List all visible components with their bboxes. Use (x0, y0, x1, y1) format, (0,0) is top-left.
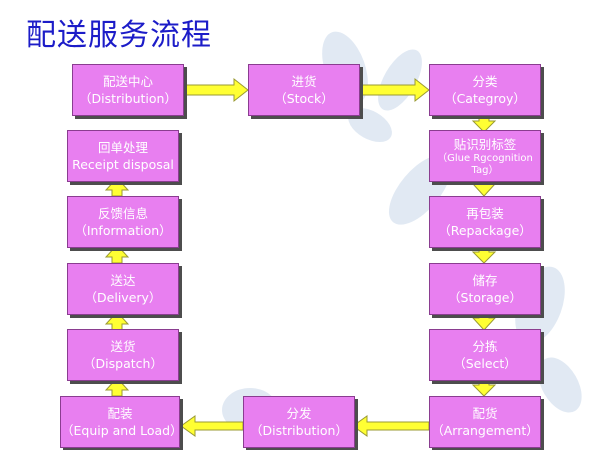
step-category: 分类 （Categroy） (429, 64, 541, 116)
arrow-category-to-tag (471, 114, 497, 133)
arrow-distribution-to-equip (180, 415, 244, 437)
step-dispatch: 送货 （Dispatch） (67, 329, 179, 381)
step-label-cn: 分类 (472, 74, 498, 89)
step-label-en: （Storage） (448, 290, 522, 305)
step-label-en: （Select） (453, 356, 517, 371)
step-label-cn: 再包装 (466, 206, 504, 221)
page-title: 配送服务流程 (26, 18, 212, 53)
arrow-arrangement-to-distribution (352, 415, 430, 437)
arrow-information-to-receipt (104, 177, 130, 197)
step-label-en: （Categroy） (444, 91, 526, 106)
step-stock: 进货 （Stock） (248, 64, 360, 116)
step-arrangement: 配货 （Arrangement） (429, 396, 541, 448)
step-distribution-center: 配送中心 （Distribution） (72, 64, 184, 116)
step-label-cn: 送达 (110, 273, 136, 288)
step-label-en: （Equip and Load） (61, 423, 180, 438)
step-label-cn: 储存 (472, 273, 498, 288)
step-label-cn: 反馈信息 (97, 206, 148, 221)
step-label-en: （Distribution） (79, 91, 177, 106)
step-label-en: （Delivery） (84, 290, 162, 305)
step-label-en: （Information） (74, 223, 172, 238)
step-label-cn: 进货 (291, 74, 317, 89)
step-distribution: 分发 （Distribution） (243, 396, 355, 448)
arrow-stock-to-category (361, 77, 430, 103)
step-select: 分拣 （Select） (429, 329, 541, 381)
step-label-cn: 贴识别标签 (453, 136, 517, 152)
step-label-en: （Arrangement） (431, 423, 539, 438)
step-label-en: Receipt disposal (72, 157, 174, 172)
step-delivery: 送达 （Delivery） (67, 263, 179, 315)
step-label-en: （Distribution） (250, 423, 348, 438)
step-repackage: 再包装 （Repackage） (429, 196, 541, 248)
step-label-cn: 分发 (286, 406, 312, 421)
step-label-cn: 回单处理 (97, 140, 148, 155)
step-label-cn: 送货 (110, 339, 136, 354)
step-label-en: （Repackage） (438, 223, 532, 238)
arrow-distribution-to-stock (183, 77, 249, 103)
arrow-select-to-arrangement (471, 378, 497, 397)
step-receipt: 回单处理 Receipt disposal (67, 130, 179, 182)
step-label-en: （Dispatch） (83, 356, 163, 371)
arrow-equip-to-dispatch (104, 377, 130, 397)
arrow-delivery-to-information (104, 244, 130, 264)
step-storage: 储存 （Storage） (429, 263, 541, 315)
step-label-en: （Stock） (274, 91, 334, 106)
arrow-repackage-to-storage (471, 245, 497, 264)
step-glue-tag: 贴识别标签 （Glue Rgcognition Tag） (429, 130, 541, 182)
step-label-cn: 配装 (107, 406, 133, 421)
step-label-cn: 配送中心 (102, 74, 153, 89)
step-label-cn: 分拣 (472, 339, 498, 354)
step-information: 反馈信息 （Information） (67, 196, 179, 248)
arrow-storage-to-select (471, 312, 497, 331)
step-label-en: （Glue Rgcognition Tag） (437, 152, 533, 176)
step-label-cn: 配货 (472, 406, 498, 421)
step-equip-load: 配装 （Equip and Load） (60, 396, 180, 448)
